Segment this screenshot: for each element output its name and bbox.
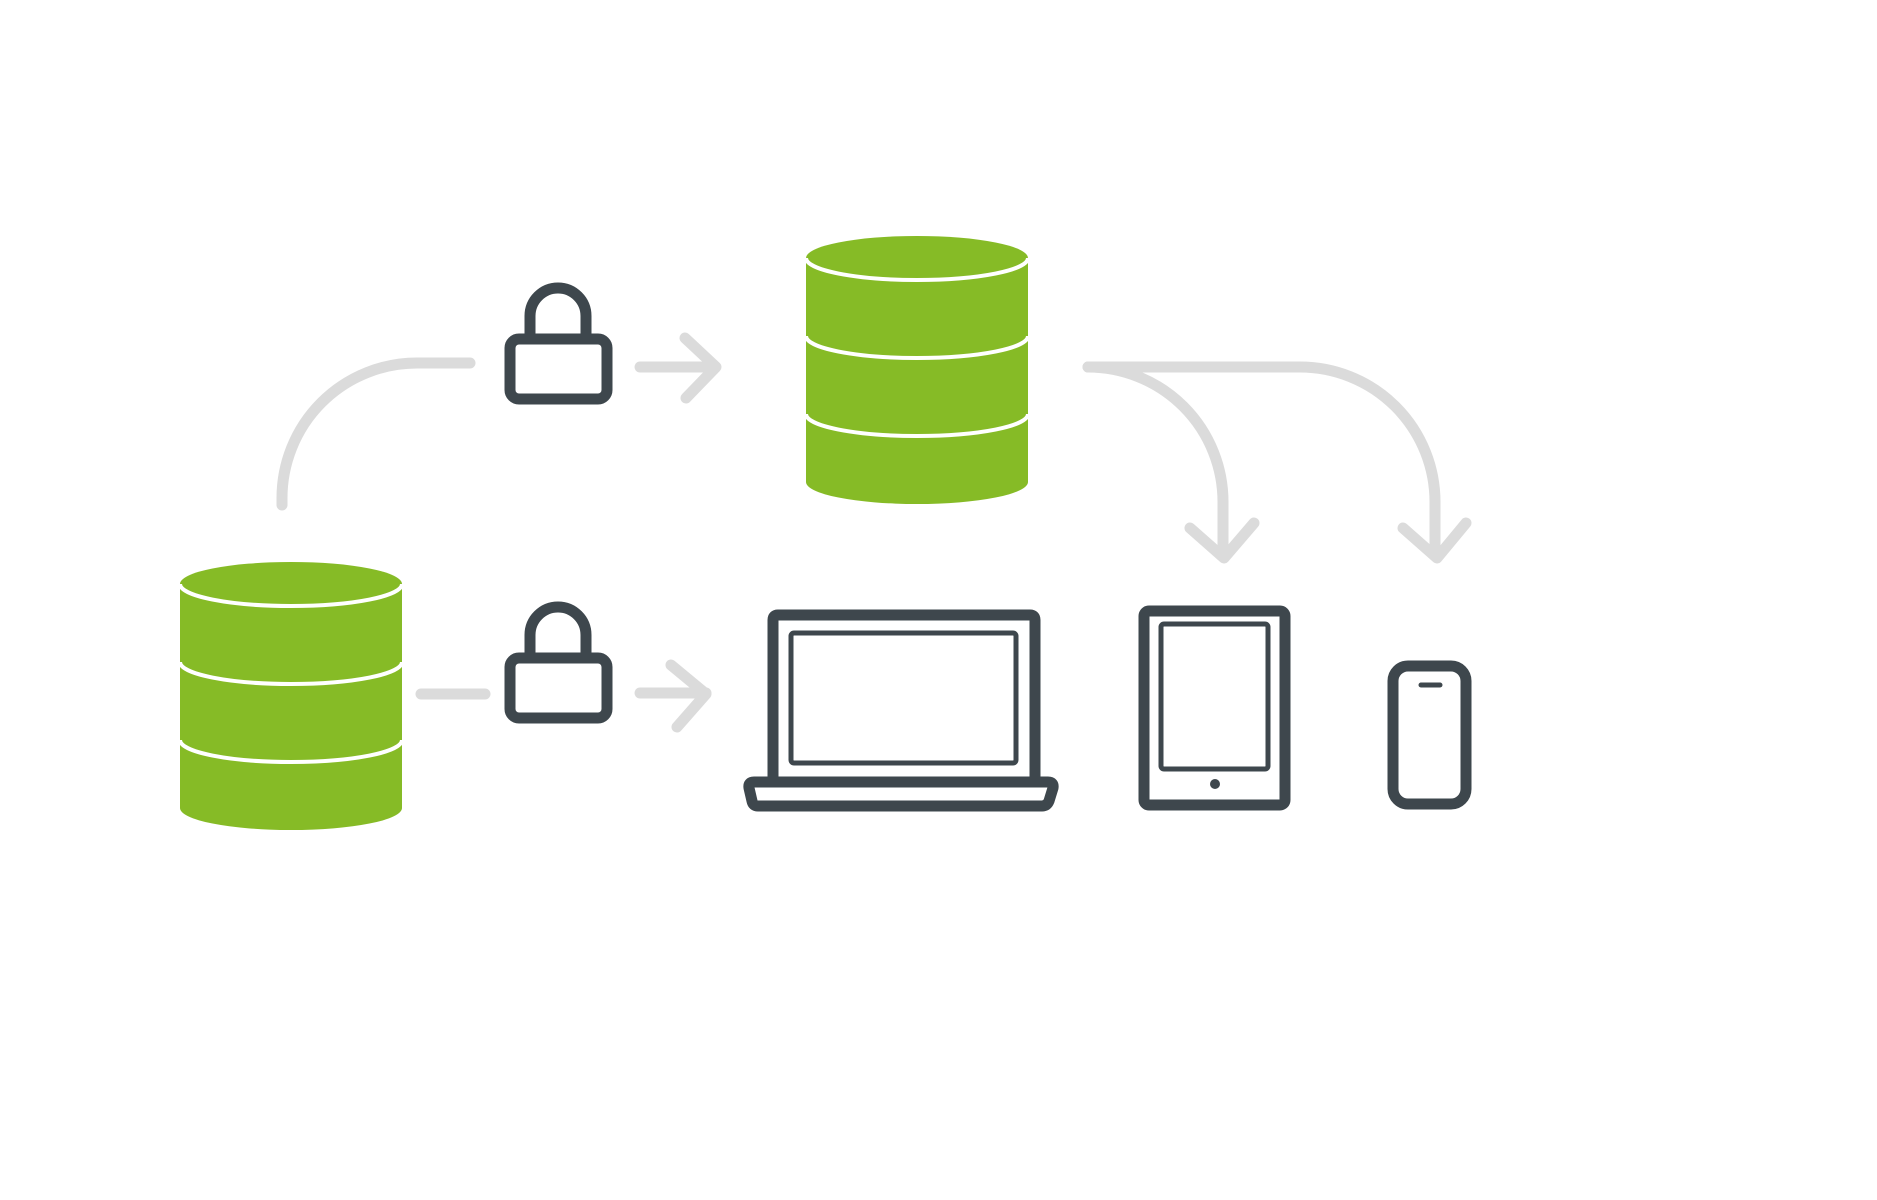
arrow-head-tablet [1184, 517, 1260, 564]
arrow-head-phone [1397, 517, 1472, 564]
source-database [178, 562, 404, 830]
laptop-icon [743, 609, 1059, 812]
tablet-icon [1138, 605, 1291, 811]
lock-icon [504, 282, 613, 405]
phone-icon [1387, 660, 1472, 810]
cloud-database [804, 236, 1030, 504]
connector-source-to-upper-lock [276, 357, 476, 511]
arrow-head-upper [679, 332, 722, 404]
laptop [743, 609, 1059, 812]
arrow-head-lower [665, 659, 712, 733]
lock-icon [504, 601, 613, 724]
phone [1387, 660, 1472, 810]
database-icon [804, 236, 1030, 504]
connector-cloud-db-to-tablet [1082, 361, 1229, 561]
connectors [276, 332, 1472, 733]
tablet [1138, 605, 1291, 811]
upper-lock [504, 282, 613, 405]
lower-lock [504, 601, 613, 724]
database-icon [178, 562, 404, 830]
connector-cloud-db-to-phone [1082, 361, 1441, 561]
